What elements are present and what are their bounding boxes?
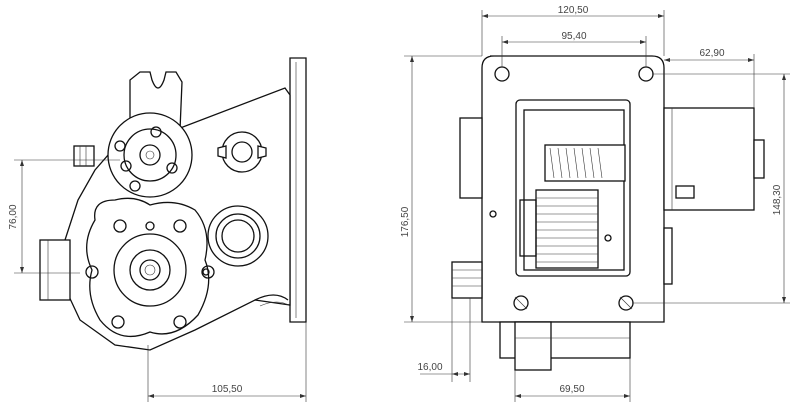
dim-height-left: 76,00 <box>8 204 19 229</box>
dim-width-bottom-base: 69,50 <box>559 384 584 395</box>
dim-width-right-motor: 62,90 <box>699 48 724 59</box>
dim-width-top-overall: 120,50 <box>558 5 589 16</box>
front-view: 120,50 95,40 62,90 176,50 148,30 16,00 <box>400 5 790 402</box>
dim-offset-bottom-left: 16,00 <box>417 362 442 373</box>
dim-width-top-holes: 95,40 <box>561 31 586 42</box>
dim-height-right: 148,30 <box>772 184 783 215</box>
dim-height-overall: 176,50 <box>400 206 411 237</box>
side-view: 76,00 105,50 <box>8 57 307 402</box>
dim-width-left-bottom: 105,50 <box>212 384 243 395</box>
